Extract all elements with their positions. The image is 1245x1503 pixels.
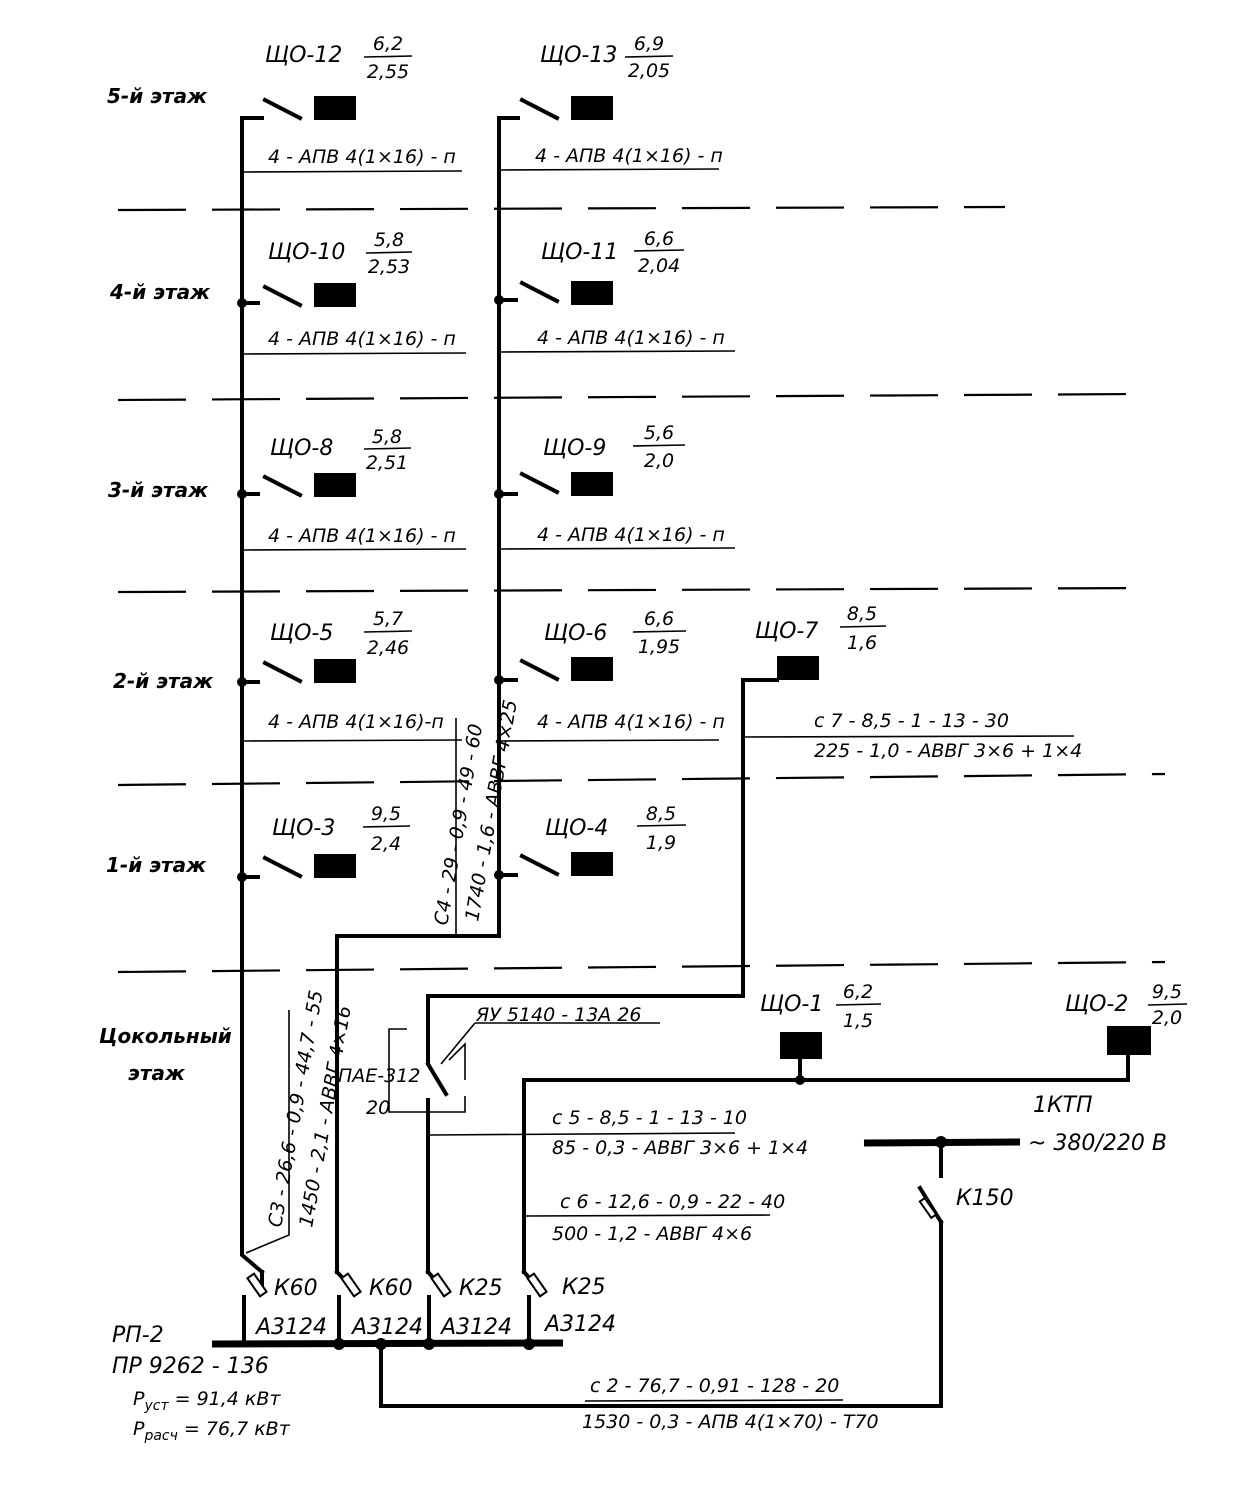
main-breaker-label: К150 (956, 1186, 1014, 1211)
cable-label: 4 - АПВ 4(1×16) - п (537, 327, 725, 349)
cable-label: 4 - АПВ 4(1×16)-п (268, 711, 444, 733)
panel-label: ЩО-5 (270, 621, 333, 646)
panel-value: 2,55 (367, 61, 409, 83)
rp2-busbar (211, 1338, 564, 1350)
fuse-label: К60 (369, 1276, 413, 1301)
panel-value: 5,7 (373, 608, 403, 630)
feeder-c5-top: с 5 - 8,5 - 1 - 13 - 10 (552, 1107, 747, 1129)
feeder-c6-bottom: 500 - 1,2 - АВВГ 4×6 (552, 1223, 752, 1245)
rp-p-inst: Руст= 91,4 кВт (133, 1388, 281, 1414)
feeder-c7-top: с 7 - 8,5 - 1 - 13 - 30 (814, 710, 1009, 732)
pae-label: ПАЕ-312 (338, 1065, 420, 1087)
ktp: 1КТП ~ 380/220 В К150 с 2 - 76,7 - 0,91 … (379, 1093, 1167, 1433)
fuses: К60 К60 К25 К25 А3124 А3124 А3124 А3124 (242, 1269, 616, 1347)
fuse-label: К25 (459, 1276, 503, 1301)
panel-value: 6,2 (843, 981, 873, 1003)
panel-value: 8,5 (646, 803, 676, 825)
floor-label-5: 5-й этаж (107, 84, 208, 108)
panel-label: ЩО-3 (272, 816, 335, 841)
panel-value: 5,8 (374, 229, 404, 251)
panel-value: 2,46 (367, 637, 409, 659)
panel-value: 2,05 (628, 60, 670, 82)
floor-dividers (117, 205, 1166, 974)
panel-value: 2,4 (371, 833, 401, 855)
panel-label: ЩО-8 (270, 436, 333, 461)
fuse-label: К25 (562, 1275, 606, 1300)
fuse-label: К60 (274, 1276, 318, 1301)
feeder-c6-top: с 6 - 12,6 - 0,9 - 22 - 40 (560, 1191, 785, 1213)
cable-label: 4 - АПВ 4(1×16) - п (268, 328, 456, 350)
panel-value: 2,51 (366, 452, 408, 474)
panel-label: ЩО-1 (760, 992, 823, 1017)
panel-value: 6,9 (634, 33, 664, 55)
panel-value: 1,9 (646, 832, 676, 854)
panel-label: ЩО-10 (268, 240, 345, 265)
panel-value: 1,6 (847, 632, 877, 654)
panel-value: 2,53 (368, 256, 410, 278)
cable-label: 4 - АПВ 4(1×16) - п (537, 711, 725, 733)
cable-label: 4 - АПВ 4(1×16) - п (537, 524, 725, 546)
breaker-label: А3124 (350, 1315, 423, 1340)
cable-label: 4 - АПВ 4(1×16) - п (268, 146, 456, 168)
feeder-c2-top: с 2 - 76,7 - 0,91 - 128 - 20 (590, 1375, 839, 1397)
panel-value: 1,5 (843, 1010, 873, 1032)
panel-label: ЩО-12 (265, 43, 342, 68)
yau-label: ЯУ 5140 - 13А 26 (475, 1004, 642, 1026)
riser-2-label: С4 - 29 - 0,9 - 49 - 60 1740 - 1,6 - АВВ… (430, 698, 522, 937)
floor-label-basement: Цокольный (99, 1024, 232, 1048)
panel-label: ЩО-6 (544, 621, 607, 646)
voltage-label: ~ 380/220 В (1028, 1131, 1167, 1156)
floor-label-basement-2: этаж (128, 1061, 186, 1085)
breaker-label: А3124 (439, 1315, 512, 1340)
floor-label-2: 2-й этаж (113, 669, 214, 693)
panel-label: ЩО-13 (540, 43, 617, 68)
feeder-c5-bottom: 85 - 0,3 - АВВГ 3×6 + 1×4 (552, 1137, 808, 1159)
panel-value: 1,95 (638, 636, 680, 658)
panel-labels: ЩО-12 6,2 2,55 ЩО-13 6,9 2,05 ЩО-10 5,8 … (265, 33, 1188, 1032)
panel-value: 9,5 (371, 803, 401, 825)
cable-label: 4 - АПВ 4(1×16) - п (268, 525, 456, 547)
feeder-c7: с 7 - 8,5 - 1 - 13 - 30 225 - 1,0 - АВВГ… (426, 678, 1082, 1064)
panel-value: 2,04 (638, 255, 680, 277)
rp-name: РП-2 (112, 1323, 164, 1348)
cable-label: 4 - АПВ 4(1×16) - п (535, 145, 723, 167)
feeder-c6: с 6 - 12,6 - 0,9 - 22 - 40 500 - 1,2 - А… (522, 1053, 1130, 1274)
floor-label-4: 4-й этаж (109, 280, 211, 304)
panel-value: 6,6 (644, 608, 674, 630)
rp2-labels: РП-2 ПР 9262 - 136 Руст= 91,4 кВт Ррасч=… (112, 1323, 291, 1444)
breaker-label: А3124 (254, 1315, 327, 1340)
riser-1 (237, 116, 265, 1275)
panel-label: ЩО-9 (543, 436, 606, 461)
feeder-c7-bottom: 225 - 1,0 - АВВГ 3×6 + 1×4 (814, 740, 1082, 762)
panel-value: 2,0 (1152, 1007, 1182, 1029)
ktp-label: 1КТП (1033, 1093, 1093, 1118)
pae-current: 20 (366, 1097, 390, 1119)
panel-label: ЩО-4 (545, 816, 608, 841)
rp-model: ПР 9262 - 136 (112, 1354, 269, 1379)
panel-label: ЩО-2 (1065, 992, 1128, 1017)
panel-value: 9,5 (1152, 981, 1182, 1003)
riser-1-label: С3 - 26,6 - 0,9 - 44,7 - 55 1450 - 2,1 -… (245, 989, 356, 1254)
feeder-c2-bottom: 1530 - 0,3 - АПВ 4(1×70) - Т70 (582, 1411, 879, 1433)
panel-value: 5,6 (644, 422, 674, 444)
floor-label-1: 1-й этаж (106, 853, 207, 877)
breaker-label: А3124 (543, 1312, 616, 1337)
panel-value: 5,8 (372, 426, 402, 448)
panel-value: 8,5 (847, 603, 877, 625)
panel-switches (262, 96, 1151, 1059)
panel-label: ЩО-7 (755, 619, 818, 644)
cable-labels: 4 - АПВ 4(1×16) - п 4 - АПВ 4(1×16) - п … (243, 145, 736, 742)
rp-p-calc: Ррасч= 76,7 кВт (133, 1418, 291, 1444)
panel-label: ЩО-11 (541, 240, 618, 265)
floor-label-3: 3-й этаж (108, 478, 209, 502)
yau-unit: ЯУ 5140 - 13А 26 ПАЕ-312 20 с 5 - 8,5 - … (338, 1004, 808, 1274)
panel-value: 6,2 (373, 33, 403, 55)
panel-value: 2,0 (644, 450, 674, 472)
panel-value: 6,6 (644, 228, 674, 250)
riser-2 (335, 116, 520, 1274)
